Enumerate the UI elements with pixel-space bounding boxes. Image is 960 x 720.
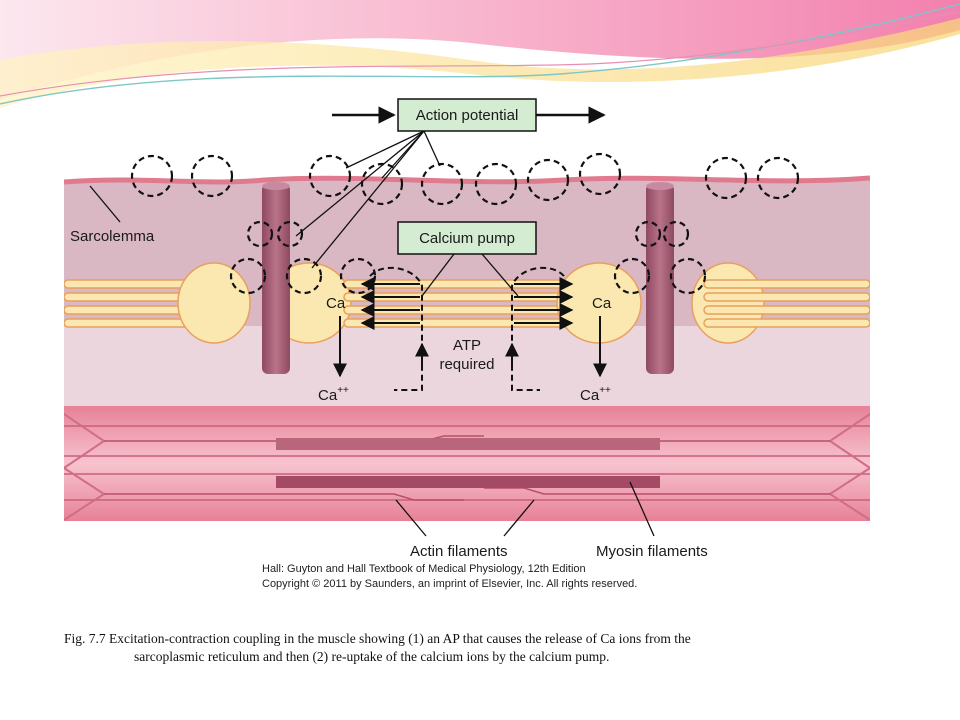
excitation-contraction-diagram: Action potential Sarcolemma Calcium pump: [64, 96, 870, 592]
myosin-filament-upper: [276, 438, 660, 450]
myosin-filaments-label: Myosin filaments: [596, 543, 708, 560]
figure-caption: Fig. 7.7 Excitation-contraction coupling…: [64, 630, 884, 666]
action-potential-box: [397, 98, 537, 132]
dashed-circular-arrows: [130, 152, 800, 295]
t-tubule-right: [646, 184, 674, 374]
actin-pointer-2: [503, 499, 535, 537]
ca-flux-arrows: [360, 277, 574, 330]
sarcolemma-membrane: [64, 175, 870, 185]
calcium-reuptake-paths: [369, 266, 565, 391]
action-potential-pointers: [295, 130, 441, 269]
calcium-pump-box: [397, 221, 537, 255]
myosin-pointer: [629, 481, 655, 537]
actin-pointer-1: [395, 499, 427, 537]
caption-line-1: Fig. 7.7 Excitation-contraction coupling…: [64, 631, 691, 646]
ca-right-label: Ca: [592, 295, 612, 312]
myofibril: [64, 406, 870, 521]
myosin-filament-lower: [276, 476, 660, 488]
calcium-pump-pointer-left: [421, 253, 455, 297]
ca-ion-left-label: Ca++: [318, 385, 349, 404]
t-tubule-left: [262, 184, 290, 374]
figure-credit-line-2: Copyright © 2011 by Saunders, an imprint…: [262, 578, 637, 590]
calcium-pump-label: Calcium pump: [419, 230, 515, 247]
sarcolemma-pointer: [89, 185, 121, 223]
actin-filaments-label: Actin filaments: [410, 543, 508, 560]
sarcolemma-label: Sarcolemma: [70, 228, 155, 245]
caption-line-2: sarcoplasmic reticulum and then (2) re-u…: [134, 649, 610, 664]
ca-left-label: Ca: [326, 295, 346, 312]
ca-ion-right-label: Ca++: [580, 385, 611, 404]
action-potential-label: Action potential: [416, 107, 519, 124]
atp-required-label: required: [439, 356, 494, 373]
figure-credit-line-1: Hall: Guyton and Hall Textbook of Medica…: [262, 563, 586, 575]
decorative-header-swoosh: [0, 0, 960, 108]
atp-label: ATP: [453, 337, 481, 354]
